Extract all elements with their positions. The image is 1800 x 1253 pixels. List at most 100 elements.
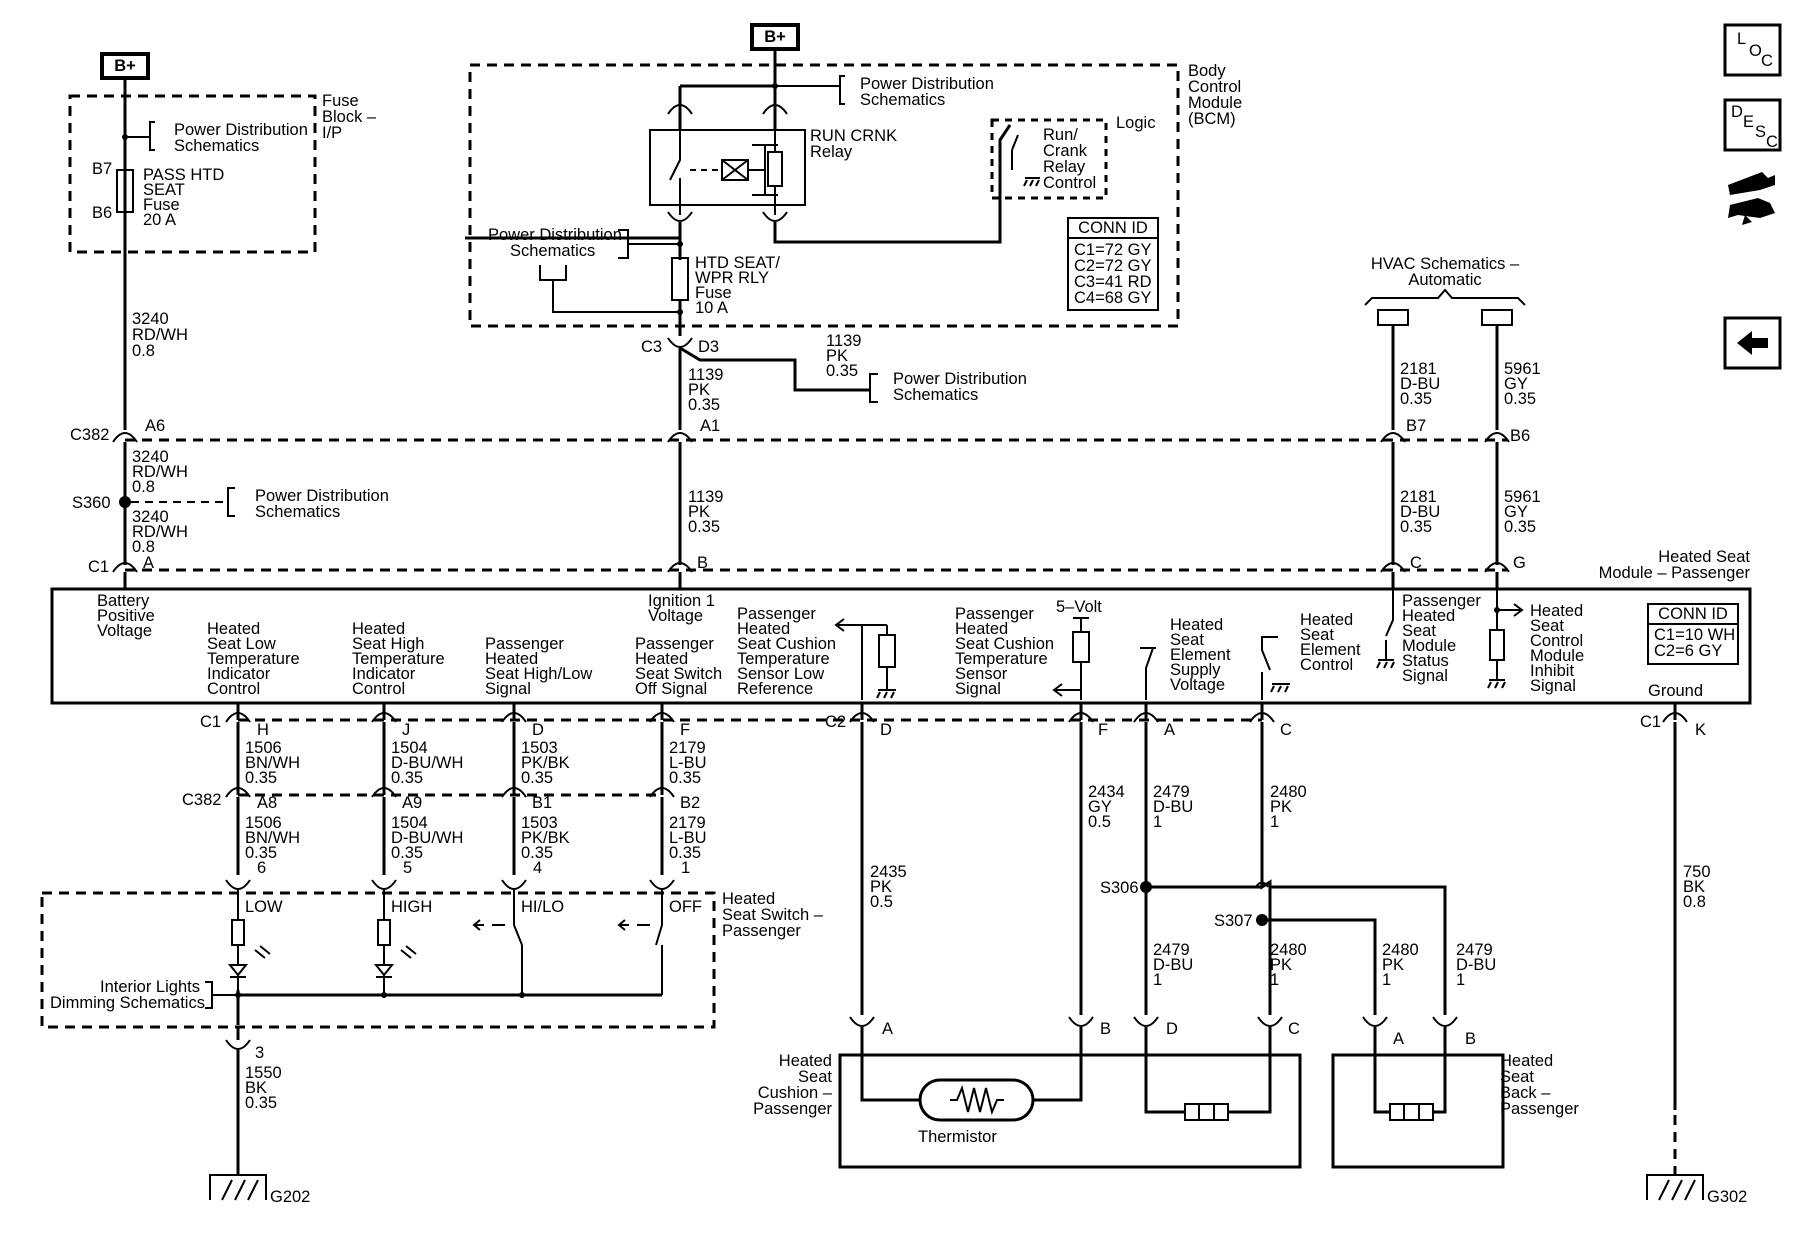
- pin-f-c2: F: [1098, 721, 1108, 739]
- w2179b-2: L-BU: [669, 829, 707, 847]
- status-4: Module: [1402, 637, 1456, 655]
- w2480-lower-3: 1: [1270, 971, 1279, 989]
- w3240-mid-1: 3240: [132, 448, 169, 466]
- pin-c: C: [1410, 554, 1422, 572]
- w5961-upper-3: 0.35: [1504, 390, 1536, 408]
- c382-bottom-label: C382: [182, 791, 221, 809]
- heated-seat-switch: Heated Seat Switch – Passenger LOW HIGH …: [40, 879, 824, 1029]
- inhibit-2: Seat: [1530, 617, 1564, 635]
- w2480-lower-1: 2480: [1270, 941, 1307, 959]
- w2480-lower-2: PK: [1270, 956, 1292, 974]
- w2179b-1: 2179: [669, 814, 706, 832]
- w1504b-4: 5: [403, 859, 412, 877]
- pds-s360-1: Power Distribution: [255, 487, 389, 505]
- elem-ctrl-2: Seat: [1300, 626, 1334, 644]
- c1-top-label: C1: [88, 558, 109, 576]
- control-label-2: Crank: [1043, 142, 1088, 160]
- off-3: Seat Switch: [635, 665, 722, 683]
- branch-1139-3: 0.35: [826, 362, 858, 380]
- connector-tool-icon[interactable]: [1728, 172, 1775, 225]
- sensor-4: Temperature: [955, 650, 1048, 668]
- supply-1: Heated: [1170, 616, 1223, 634]
- pin-h: H: [257, 721, 269, 739]
- w1139-mid-2: PK: [688, 503, 710, 521]
- fuse-label-2: SEAT: [143, 181, 185, 199]
- module-conn-1: C1=10 WH: [1654, 626, 1735, 644]
- g302-label: G302: [1707, 1188, 1747, 1206]
- hilo-4: Signal: [485, 680, 531, 698]
- w1503b-1: 1503: [521, 814, 558, 832]
- w1504b-3: 0.35: [391, 844, 423, 862]
- w2479-lower-2: D-BU: [1153, 956, 1193, 974]
- pin-a9: A9: [402, 794, 422, 812]
- inhibit-6: Signal: [1530, 677, 1576, 695]
- w1139-mid-1: 1139: [688, 488, 723, 506]
- w1504b-2: D-BU/WH: [391, 829, 463, 847]
- logic-label: Logic: [1116, 114, 1155, 132]
- cushion-pin-b: B: [1100, 1020, 1111, 1038]
- bcm: B+ Body Control Module (BCM) Power Distr…: [465, 23, 1242, 356]
- bcm-conn-3: C3=41 RD: [1074, 273, 1152, 291]
- low-ref-3: Seat Cushion: [737, 635, 836, 653]
- hvac-label-2: Automatic: [1408, 271, 1481, 289]
- dimming-1: Interior Lights: [100, 978, 200, 996]
- bpv-1: Battery: [97, 592, 150, 610]
- bpv-3: Voltage: [97, 622, 152, 640]
- c2-label: C2: [825, 713, 846, 731]
- high-ind-1: Heated: [352, 620, 405, 638]
- w750-1: 750: [1683, 863, 1711, 881]
- w1550-1: 1550: [245, 1064, 282, 1082]
- w1506b-1: 1506: [245, 814, 282, 832]
- cushion-title-1: Heated: [779, 1052, 832, 1070]
- w2179-2: L-BU: [669, 754, 707, 772]
- w2434-1: 2434: [1088, 783, 1125, 801]
- inhibit-5: Inhibit: [1530, 662, 1574, 680]
- switch-title-2: Seat Switch –: [722, 906, 824, 924]
- w2479-lower-1: 2479: [1153, 941, 1190, 959]
- back-title-2: Seat: [1500, 1068, 1534, 1086]
- pin-b2: B2: [680, 794, 700, 812]
- low-ind-3: Temperature: [207, 650, 300, 668]
- desc-button[interactable]: D E S C: [1723, 98, 1782, 152]
- pds-right-1: Power Distribution: [893, 370, 1027, 388]
- wire-3240-2: RD/WH: [132, 326, 188, 344]
- hilo-2: Heated: [485, 650, 538, 668]
- bcm-fuse-3: Fuse: [695, 284, 732, 302]
- back-title-3: Back –: [1500, 1084, 1551, 1102]
- switch-hilo: HI/LO: [521, 898, 564, 916]
- w1139-upper-2: PK: [688, 381, 710, 399]
- c1-right-label: C1: [1640, 713, 1661, 731]
- loc-letter-c: C: [1761, 52, 1773, 70]
- back-arrow-button[interactable]: [1723, 316, 1782, 370]
- bcm-pds-top-1: Power Distribution: [860, 75, 994, 93]
- wire-1139-branch: 1139 PK 0.35 Power Distribution Schemati…: [678, 332, 1027, 430]
- pin-3: 3: [255, 1044, 264, 1062]
- w2181-mid-2: D-BU: [1400, 503, 1440, 521]
- w3240-mid-3: 0.8: [132, 478, 155, 496]
- cushion-pin-d: D: [1166, 1020, 1178, 1038]
- thermistor-label: Thermistor: [918, 1128, 997, 1146]
- branch-1139-2: PK: [826, 347, 848, 365]
- hilo-3: Seat High/Low: [485, 665, 592, 683]
- w2181-upper-2: D-BU: [1400, 375, 1440, 393]
- status-6: Signal: [1402, 667, 1448, 685]
- switch-high: HIGH: [391, 898, 432, 916]
- low-ref-5: Sensor Low: [737, 665, 824, 683]
- elem-ctrl-1: Heated: [1300, 611, 1353, 629]
- bcm-fuse-4: 10 A: [695, 299, 728, 317]
- bcm-pds-left-1: Power Distribution: [488, 226, 622, 244]
- bcm-title-3: Module: [1188, 94, 1242, 112]
- w3240-low-2: RD/WH: [132, 523, 188, 541]
- bcm-conn-4: C4=68 GY: [1074, 289, 1152, 307]
- w1506-2: BN/WH: [245, 754, 300, 772]
- loc-button[interactable]: L O C: [1723, 23, 1782, 77]
- s306-label: S306: [1100, 879, 1139, 897]
- pin-b7: B7: [1406, 417, 1426, 435]
- elem-ctrl-4: Control: [1300, 656, 1353, 674]
- w750-2: BK: [1683, 878, 1705, 896]
- pin-a-c2: A: [1164, 721, 1175, 739]
- low-ind-5: Control: [207, 680, 260, 698]
- desc-letter-d: D: [1731, 103, 1743, 121]
- c382-bottom: C382 A8 A9 B1 B2 1506 BN/WH 0.35 6 1504 …: [182, 787, 707, 877]
